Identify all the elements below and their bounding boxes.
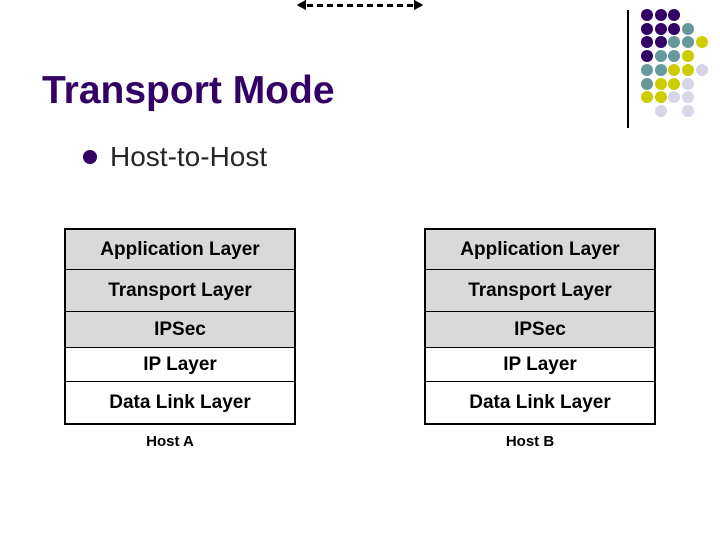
- dashed-arrow-datalink: [297, 0, 423, 10]
- decoration-dot: [655, 64, 667, 76]
- decoration-dot: [682, 64, 694, 76]
- decoration-dot: [682, 78, 694, 90]
- decoration-dot: [668, 78, 680, 90]
- decoration-dot: [655, 23, 667, 35]
- layer-ip: IP Layer: [426, 348, 654, 382]
- decoration-dot: [641, 9, 653, 21]
- decoration-dot: [696, 64, 708, 76]
- decoration-dot: [668, 36, 680, 48]
- decoration-dot: [655, 50, 667, 62]
- decoration-dot: [641, 78, 653, 90]
- decoration-dot: [641, 91, 653, 103]
- decoration-dot: [668, 91, 680, 103]
- layer-datalink: Data Link Layer: [109, 391, 251, 413]
- decoration-dot: [696, 36, 708, 48]
- decoration-dot: [682, 36, 694, 48]
- decoration-dot: [655, 36, 667, 48]
- decoration-dot: [682, 23, 694, 35]
- layer-transport: Transport Layer: [426, 270, 654, 312]
- host-a-protocol-stack: Application Layer Transport Layer IPSec …: [64, 228, 296, 425]
- decoration-dot: [655, 91, 667, 103]
- arrowhead-right-icon: [414, 0, 423, 10]
- host-b-protocol-stack: Application Layer Transport Layer IPSec …: [424, 228, 656, 425]
- decoration-dot: [655, 9, 667, 21]
- dashed-line: [307, 3, 413, 7]
- decoration-dot: [668, 50, 680, 62]
- decoration-vertical-line: [627, 10, 629, 128]
- host-a-label: Host A: [146, 433, 194, 450]
- layer-ip: IP Layer: [66, 348, 294, 382]
- decoration-dot: [641, 50, 653, 62]
- layer-ipsec: IPSec: [66, 312, 294, 348]
- bullet-item: Host-to-Host: [110, 141, 268, 172]
- decoration-dot: [655, 78, 667, 90]
- dot-grid: [641, 9, 716, 121]
- arrowhead-left-icon: [297, 0, 306, 10]
- decoration-dot: [641, 64, 653, 76]
- layer-application: Application Layer: [426, 230, 654, 270]
- decoration-dot: [682, 91, 694, 103]
- decoration-dot: [682, 105, 694, 117]
- decoration-dot: [668, 9, 680, 21]
- layer-datalink: Data Link Layer: [469, 391, 611, 413]
- decoration-dot: [682, 50, 694, 62]
- layer-ipsec: IPSec: [426, 312, 654, 348]
- decoration-dot: [655, 105, 667, 117]
- decoration-dot: [641, 36, 653, 48]
- decoration-dot: [668, 23, 680, 35]
- bullet-icon: [83, 150, 97, 164]
- layer-transport: Transport Layer: [66, 270, 294, 312]
- host-b-label: Host B: [505, 433, 555, 450]
- decoration-dot: [641, 23, 653, 35]
- layer-application: Application Layer: [66, 230, 294, 270]
- slide-title: Transport Mode: [42, 69, 335, 112]
- decoration-dot: [668, 64, 680, 76]
